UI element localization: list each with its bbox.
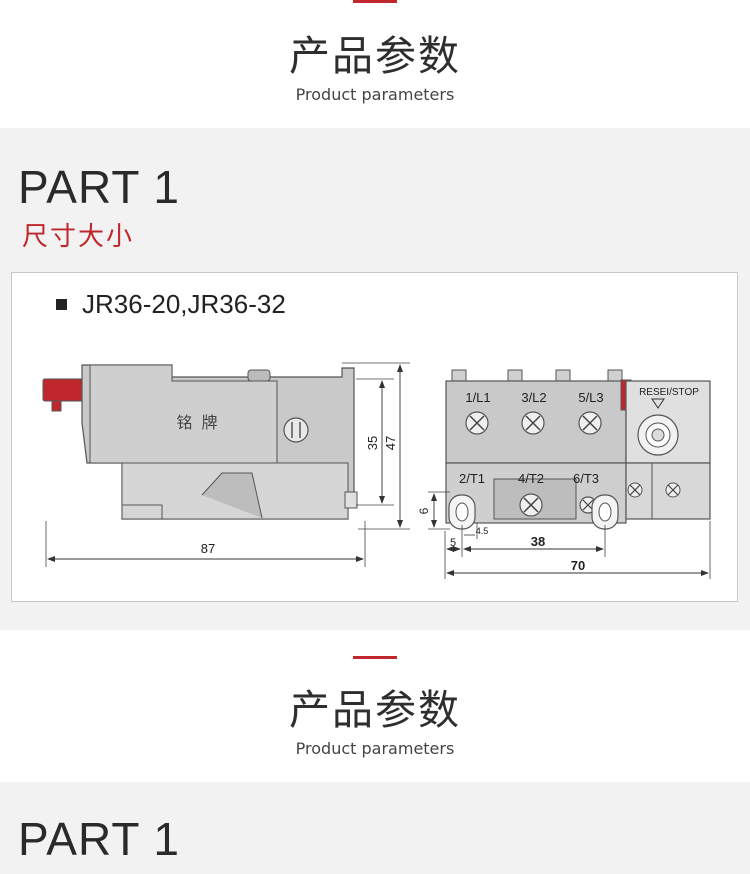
terminal-label: 5/L3	[578, 390, 603, 405]
terminal-label: 6/T3	[573, 471, 599, 486]
dimension-label: 35	[365, 436, 380, 450]
terminal-label: 3/L2	[521, 390, 546, 405]
accent-bar	[353, 656, 397, 659]
part-panel-bottom: PART 1	[0, 782, 750, 874]
terminal-label: 4/T2	[518, 471, 544, 486]
dimension-label: 38	[531, 534, 545, 549]
terminal-label: 1/L1	[465, 390, 490, 405]
front-view: RESEI/STOP	[417, 369, 711, 579]
dimension-label: 47	[383, 436, 398, 450]
model-name: JR36-20,JR36-32	[82, 289, 286, 319]
red-reset-button-side	[42, 378, 88, 402]
technical-drawing: 铭 牌 87 35 47	[42, 362, 711, 579]
section-title-en: Product parameters	[295, 739, 455, 758]
dimension-label: 87	[201, 541, 215, 556]
dimension-label: 4.5	[476, 526, 489, 536]
section-header-bottom: 产品参数 Product parameters	[0, 652, 750, 780]
triangle-down-icon	[651, 398, 665, 409]
section-title-en: Product parameters	[295, 85, 455, 104]
section-title-cn: 产品参数	[289, 32, 461, 80]
dimension-label: 5	[450, 537, 456, 549]
section-title-cn: 产品参数	[289, 686, 461, 734]
part-subtitle: 尺寸大小	[22, 222, 135, 252]
section-header-top: 产品参数 Product parameters	[0, 0, 750, 128]
side-view: 铭 牌 87 35 47	[42, 362, 410, 567]
nameplate-label: 铭 牌	[177, 414, 218, 432]
accent-bar	[353, 0, 397, 3]
reset-label: RESEI/STOP	[639, 387, 699, 398]
terminal-label: 2/T1	[459, 471, 485, 486]
part-title: PART 1	[18, 813, 180, 865]
dimension-label: 70	[571, 558, 585, 573]
bullet-icon	[56, 299, 67, 310]
terminal-screw-icon	[283, 417, 309, 443]
part-title: PART 1	[18, 161, 180, 213]
dimension-label: 6	[417, 507, 431, 514]
dimension-diagram: JR36-20,JR36-32	[11, 272, 738, 602]
